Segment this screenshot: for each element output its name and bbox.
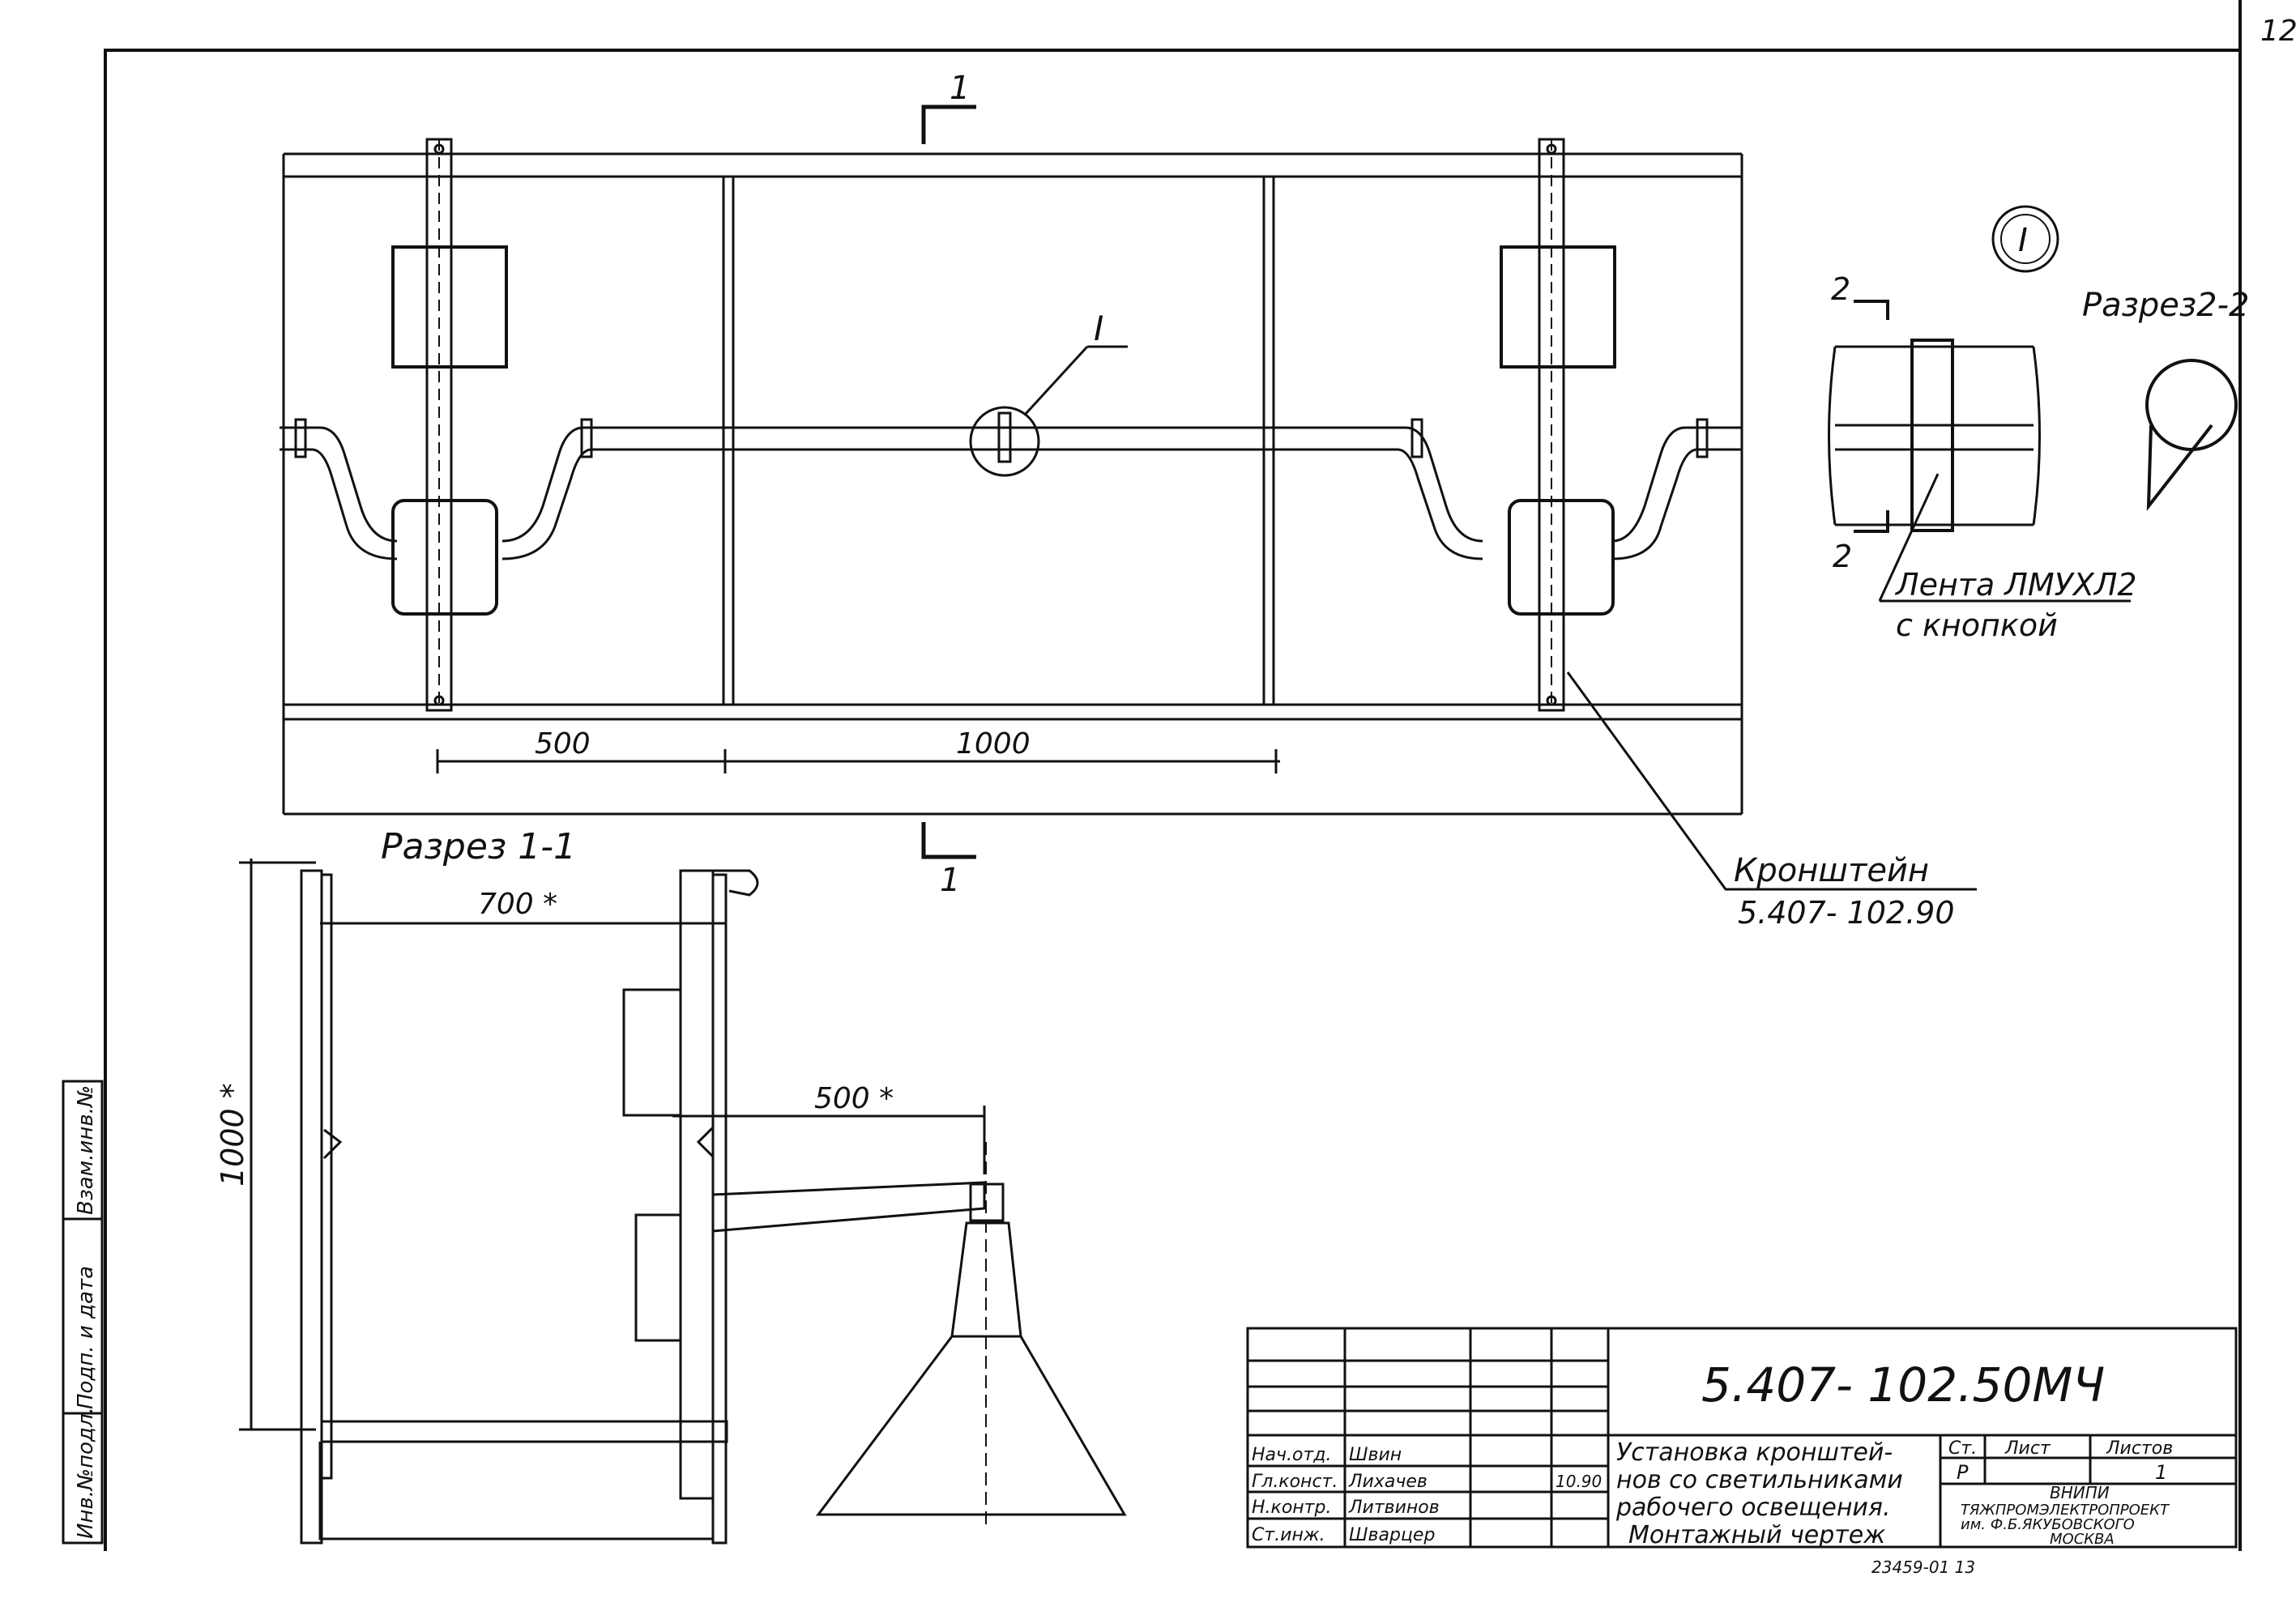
sheets: 1: [2155, 1461, 2167, 1484]
side-stamp: [62, 1080, 104, 1545]
name-2: Лихачев: [1348, 1472, 1428, 1492]
name-4: Шварцер: [1349, 1525, 1435, 1545]
title-line-3: рабочего освещения.: [1615, 1494, 1891, 1522]
section-2-mark-bottom: 2: [1833, 539, 1852, 574]
org-line-4: МОСКВА: [2050, 1531, 2115, 1548]
conduit-pipe: [280, 411, 1742, 560]
section-1-mark-top: 1: [950, 70, 970, 107]
sheet-frame: [104, 0, 2242, 1551]
title-line-4: Монтажный чертеж: [1628, 1521, 1885, 1549]
dim-700: 700 *: [478, 888, 557, 921]
role-3: Н.контр.: [1252, 1498, 1331, 1518]
title-line-2: нов со светильниками: [1616, 1466, 1903, 1494]
section-2-mark-top: 2: [1831, 271, 1850, 307]
section-1-1-view: [239, 859, 1127, 1545]
stamp-inventory: Инв.№подл.: [74, 1407, 98, 1539]
role-2: Гл.конст.: [1252, 1472, 1338, 1492]
role-1: Нач.отд.: [1252, 1445, 1332, 1465]
page-number: 12: [2260, 15, 2296, 48]
org-line-2: ТЯЖПРОМЭЛЕКТРОПРОЕКТ: [1961, 1502, 2170, 1519]
plan-dimension-line: [436, 749, 1280, 773]
plan-view: [280, 104, 1977, 891]
sheet-header: Лист: [2004, 1438, 2051, 1459]
role-4: Ст.инж.: [1252, 1525, 1325, 1545]
date: 10.90: [1556, 1472, 1602, 1491]
section-1-mark-bottom: 1: [940, 862, 960, 899]
bracket-code: 5.407- 102.90: [1738, 895, 1955, 931]
tape-label-2: с кнопкой: [1896, 607, 2058, 643]
org-line-1: ВНИПИ: [2050, 1483, 2110, 1502]
doc-code: 5.407- 102.50МЧ: [1701, 1357, 2105, 1413]
name-3: Литвинов: [1348, 1498, 1440, 1518]
section-2-title: Разрез2-2: [2082, 287, 2250, 324]
title-block: [1246, 1327, 2238, 1549]
dim-1000: 1000: [956, 727, 1031, 761]
sheets-header: Листов: [2106, 1438, 2173, 1459]
bracket-left: [391, 138, 508, 712]
dim-1000-vertical: 1000 *: [215, 1083, 250, 1187]
stamp-signature: Подп. и дата: [74, 1266, 98, 1409]
detail-marker: I: [1094, 309, 1103, 348]
detail-callout: I: [2018, 222, 2028, 259]
name-1: Швин: [1349, 1445, 1402, 1465]
bracket-label: Кронштейн: [1734, 852, 1929, 889]
detail-circle-i: [969, 406, 1040, 477]
detail-i-view: [1828, 205, 2238, 603]
tape-label: Лента ЛМУХЛ2: [1894, 567, 2137, 603]
section-1-title: Разрез 1-1: [381, 826, 576, 867]
org-line-3: им. Ф.Б.ЯКУБОВСКОГО: [1961, 1516, 2135, 1533]
stage: Р: [1957, 1461, 1969, 1484]
dim-500: 500: [535, 727, 591, 761]
bracket-right: [1500, 138, 1616, 712]
dim-500-star: 500 *: [814, 1082, 894, 1115]
title-line-1: Установка кронштей-: [1616, 1438, 1893, 1467]
footer-code: 23459-01 13: [1871, 1557, 1975, 1577]
stamp-replacement: Взам.инв.№: [74, 1085, 98, 1215]
stage-header: Ст.: [1948, 1438, 1977, 1459]
